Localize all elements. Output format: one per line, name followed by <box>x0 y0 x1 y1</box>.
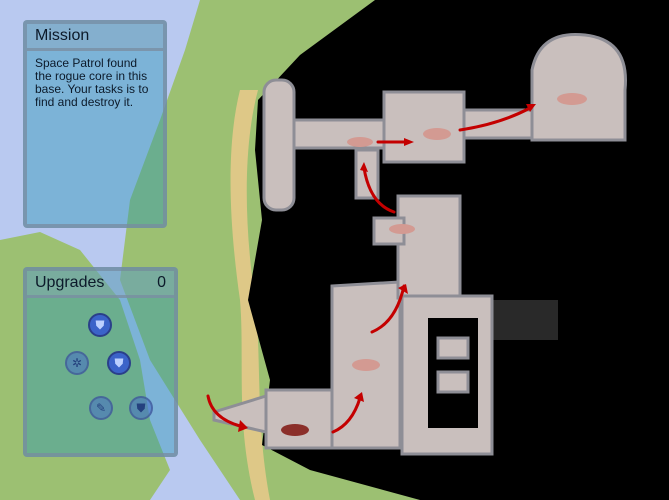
upgrades-header: Upgrades 0 <box>27 271 174 298</box>
upgrade-slot-2[interactable]: ⛊ <box>107 351 131 375</box>
upgrade-slot-1[interactable]: ⛊ <box>88 313 112 337</box>
upgrade-slot-4[interactable]: ✎ <box>89 396 113 420</box>
shield-icon: ⛊ <box>95 317 105 332</box>
wrench-icon: ✎ <box>95 401 107 415</box>
dark-corridor <box>488 300 558 340</box>
upgrade-slot-3[interactable]: ✲ <box>65 351 89 375</box>
upgrades-count: 0 <box>157 274 166 291</box>
mission-panel: Mission Space Patrol found the rogue cor… <box>23 20 167 228</box>
landing-pads <box>281 93 587 436</box>
shield-icon: ⛊ <box>136 400 146 415</box>
mission-header: Mission <box>27 24 163 51</box>
route-arrowheads <box>238 104 536 432</box>
upgrades-panel: Upgrades 0 ⛊ ⛊ ✲ ✎ ⛊ <box>23 267 178 457</box>
route-arrows <box>206 106 532 434</box>
upgrades-title: Upgrades <box>35 274 105 291</box>
mission-text: Space Patrol found the rogue core in thi… <box>35 56 149 109</box>
shield-icon: ⛊ <box>114 355 124 370</box>
gear-icon: ✲ <box>71 356 83 370</box>
mission-title: Mission <box>35 27 90 44</box>
upgrade-slot-5[interactable]: ⛊ <box>129 396 153 420</box>
